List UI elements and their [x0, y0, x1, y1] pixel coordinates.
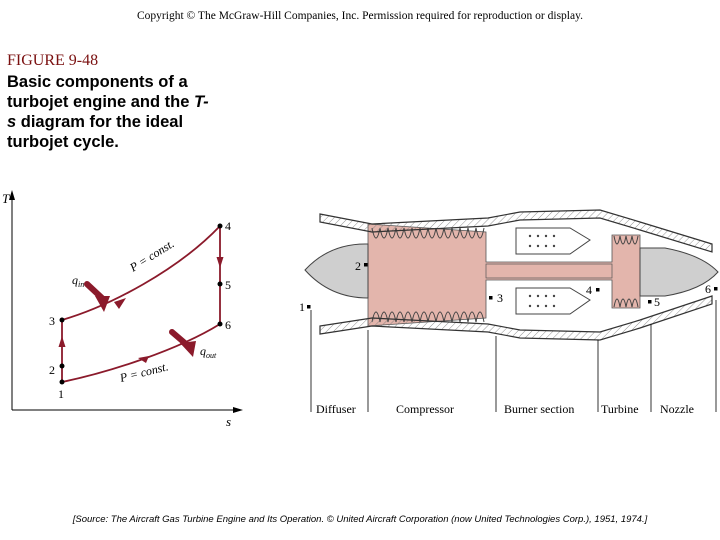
- section-dividers: [310, 300, 717, 412]
- station-marker-3: [489, 296, 493, 300]
- station-marker-2: [364, 263, 368, 267]
- state-label-4: 4: [225, 219, 231, 233]
- station-marker-1: [307, 305, 311, 309]
- caption-italic: T-s: [7, 93, 209, 131]
- state-label-6: 6: [225, 318, 231, 332]
- figure-label: FIGURE 9-48: [7, 52, 99, 69]
- station-marker-5: [648, 300, 652, 304]
- state-point-6: [217, 321, 223, 327]
- caption-pre: Basic components of a turbojet engine an…: [7, 73, 195, 111]
- section-label-turbine: Turbine: [601, 402, 639, 416]
- burner-holes: [528, 234, 556, 308]
- q-in-arrowhead: [95, 296, 110, 312]
- station-markers: [307, 263, 718, 309]
- process-2-3-combustion: [61, 225, 221, 321]
- caption-post: diagram for the ideal turbojet cycle.: [7, 113, 184, 151]
- inlet-spinner: [304, 243, 369, 299]
- station-label-3: 3: [497, 291, 503, 305]
- section-label-burner: Burner section: [504, 402, 574, 416]
- q-out-arrowhead: [180, 341, 196, 357]
- copyright-notice: Copyright © The McGraw-Hill Companies, I…: [137, 10, 583, 22]
- station-label-5: 5: [654, 295, 660, 309]
- s-axis-label: s: [226, 414, 231, 429]
- state-point-4: [217, 223, 223, 229]
- q-in-arrow: [84, 281, 105, 301]
- burner-can-lower: [515, 287, 591, 315]
- q-in-symbol: q: [72, 273, 78, 287]
- turbine-blades-upper: [613, 235, 639, 245]
- process-6-1-arrow: [138, 356, 149, 363]
- t-axis-label: T: [2, 191, 10, 206]
- q-in-label: qin: [72, 273, 84, 289]
- state-label-1: 1: [58, 387, 64, 401]
- process-4-6-arrow: [216, 257, 224, 268]
- state-point-1: [59, 379, 65, 385]
- q-out-arrow: [169, 329, 189, 347]
- source-credit: [Source: The Aircraft Gas Turbine Engine…: [72, 514, 648, 525]
- station-marker-6: [714, 287, 718, 291]
- casing-lower: [319, 295, 713, 341]
- engine-shaft: [485, 263, 613, 279]
- q-out-symbol: q: [200, 344, 206, 358]
- section-label-nozzle: Nozzle: [660, 402, 694, 416]
- station-marker-4: [596, 288, 600, 292]
- station-label-6: 6: [705, 282, 711, 296]
- state-label-5: 5: [225, 278, 231, 292]
- burner-can-upper: [515, 227, 591, 255]
- state-point-5: [217, 281, 223, 287]
- casing-upper: [319, 209, 713, 253]
- turbine-blades-lower: [613, 298, 639, 308]
- section-label-compressor: Compressor: [396, 402, 454, 416]
- section-label-diffuser: Diffuser: [316, 402, 356, 416]
- s-axis-arrow: [233, 407, 243, 413]
- q-in-subscript: in: [78, 280, 84, 289]
- exhaust-cone: [639, 247, 719, 297]
- station-label-4: 4: [586, 283, 592, 297]
- state-label-3: 3: [49, 314, 55, 328]
- turbojet-engine: 1 2 3 4 5 6 Diffuser Compressor Burner s…: [299, 209, 719, 416]
- pressure-label-lower: P = const.: [117, 359, 169, 385]
- q-out-subscript: out: [206, 351, 217, 360]
- station-label-1: 1: [299, 300, 305, 314]
- process-1-2-arrow: [58, 336, 66, 347]
- state-point-3: [59, 317, 65, 323]
- ts-diagram: T s 1 2 3 4 5 6 P = const. P = const. qi…: [2, 190, 243, 429]
- process-2-3-arrow: [114, 298, 126, 309]
- state-point-2: [59, 363, 65, 369]
- state-points: [59, 223, 223, 385]
- t-axis-arrow: [9, 190, 15, 200]
- q-out-label: qout: [200, 344, 217, 360]
- figure-caption: Basic components of a turbojet engine an…: [7, 72, 217, 152]
- station-label-2: 2: [355, 259, 361, 273]
- state-label-2: 2: [49, 363, 55, 377]
